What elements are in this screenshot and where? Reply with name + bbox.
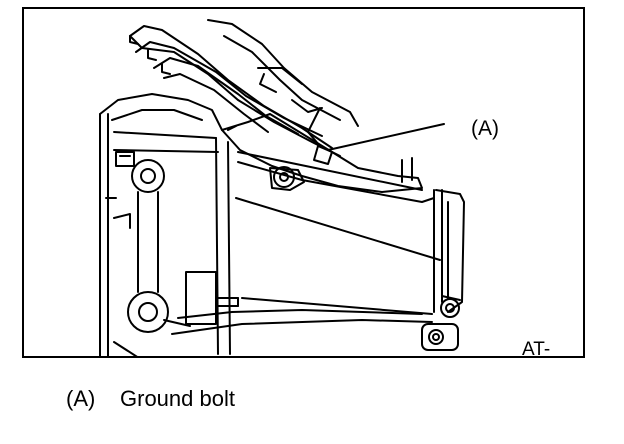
transmission-housing — [99, 93, 465, 356]
legend-text: Ground bolt — [120, 386, 235, 411]
callout-leader-line — [327, 123, 445, 151]
legend-item-a: (A) Ground bolt — [66, 386, 235, 412]
mounting-bosses — [105, 151, 191, 333]
legend-key: (A) — [66, 386, 96, 411]
callout-label-a: (A) — [471, 117, 499, 140]
figure-frame: (A) AT-06194 — [22, 7, 585, 358]
transmission-line-drawing — [99, 19, 465, 356]
bracket-plate — [221, 107, 423, 193]
figure-id: AT-06194 — [522, 339, 551, 358]
centre-stud — [185, 271, 239, 325]
cable-harness — [129, 19, 359, 157]
right-fittings — [421, 295, 461, 351]
